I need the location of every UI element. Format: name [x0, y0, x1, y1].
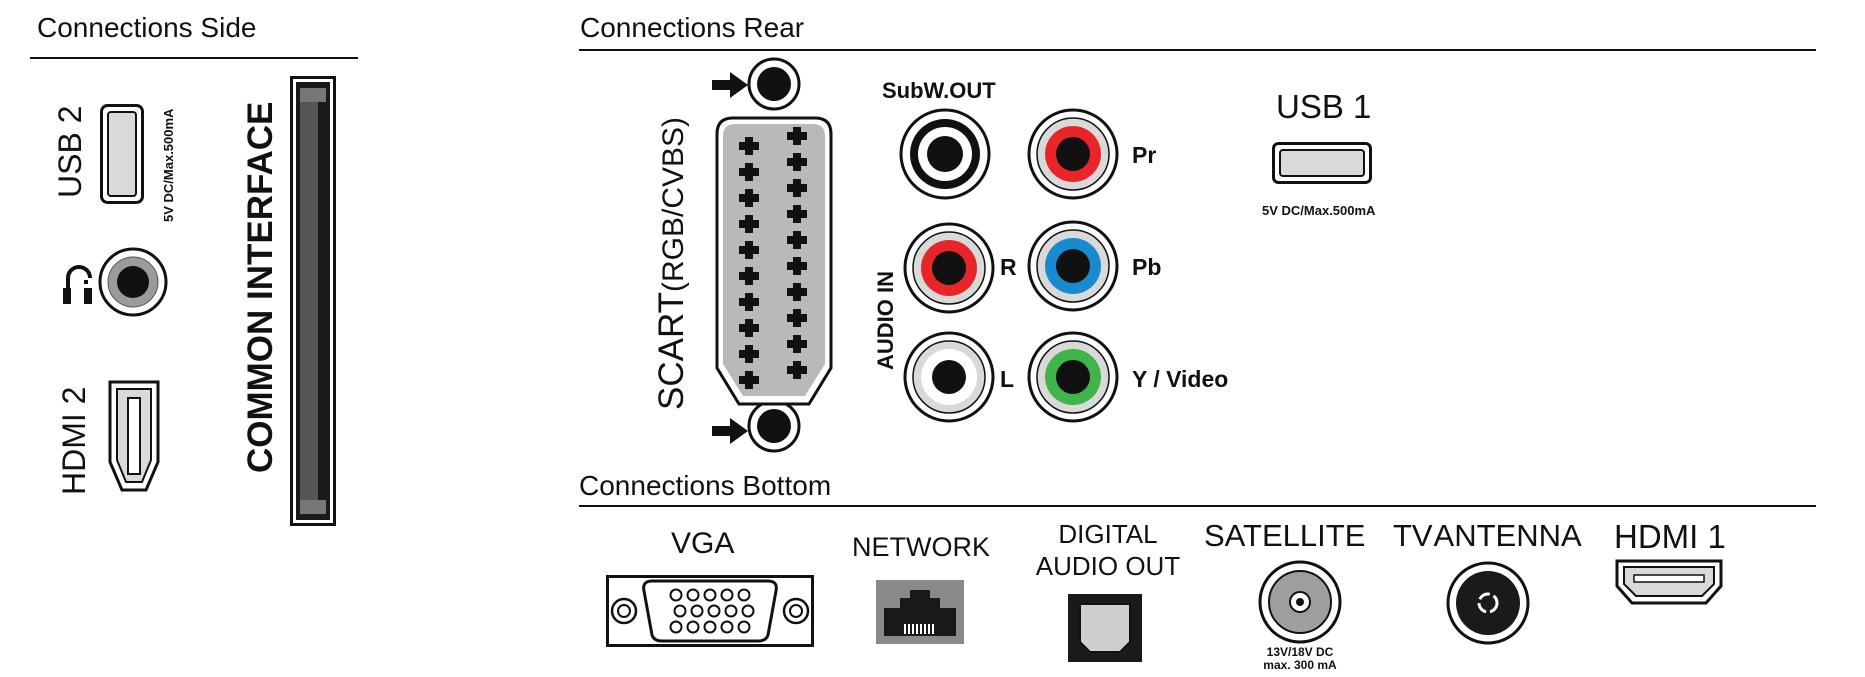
- network-label: NETWORK: [852, 532, 990, 562]
- headphone-icon: [63, 265, 92, 304]
- satellite-spec: 13V/18V DC max. 300 mA: [1248, 646, 1352, 672]
- vga-pin: [669, 620, 683, 634]
- y-video-label: Y / Video: [1132, 366, 1229, 392]
- scart-pin: [739, 163, 759, 181]
- vga-pin: [741, 604, 755, 618]
- hdmi2-label: HDMI 2: [56, 386, 92, 495]
- tv-antenna-label: TV ANTENNA: [1393, 518, 1582, 553]
- hdmi1-port-icon[interactable]: [1614, 558, 1724, 606]
- subwoofer-jack-icon[interactable]: [899, 108, 991, 200]
- pb-jack-icon[interactable]: [1027, 220, 1119, 312]
- section-title-bottom: Connections Bottom: [579, 470, 832, 501]
- scart-pin: [739, 345, 759, 363]
- vga-pin: [690, 604, 704, 618]
- digital-label-line2: AUDIO OUT: [1035, 551, 1181, 581]
- audio-in-r-jack-icon[interactable]: [903, 222, 995, 314]
- usb2-spec: 5V DC/Max.500mA: [161, 108, 176, 222]
- scart-pin: [739, 371, 759, 389]
- y-video-jack-icon[interactable]: [1027, 331, 1119, 423]
- vga-label: VGA: [671, 527, 735, 560]
- scart-pin: [739, 241, 759, 259]
- common-interface-label: COMMON INTERFACE: [241, 101, 280, 473]
- section-title-side: Connections Side: [37, 12, 257, 43]
- vga-pin: [737, 588, 751, 602]
- scart-pin: [739, 189, 759, 207]
- hdmi2-port-icon[interactable]: [106, 378, 162, 494]
- side-divider: [30, 57, 358, 59]
- vga-pin: [669, 588, 683, 602]
- usb2-label: USB 2: [52, 105, 88, 198]
- headphone-jack-icon[interactable]: [98, 247, 168, 317]
- audio-r-label: R: [1000, 254, 1017, 280]
- scart-pin: [787, 361, 807, 379]
- vga-pin: [703, 588, 717, 602]
- pr-jack-icon[interactable]: [1027, 108, 1119, 200]
- optical-port-icon[interactable]: [1068, 594, 1142, 662]
- pb-label: Pb: [1132, 254, 1162, 280]
- scart-pin: [739, 319, 759, 337]
- scart-pin: [787, 257, 807, 275]
- scart-label-main: SCART: [652, 292, 691, 410]
- audio-l-label: L: [1000, 366, 1015, 392]
- scart-pin: [787, 127, 807, 145]
- scart-pin: [739, 215, 759, 233]
- scart-pin: [787, 309, 807, 327]
- vga-pin: [686, 620, 700, 634]
- scart-pin: [739, 293, 759, 311]
- satellite-port-icon[interactable]: [1258, 560, 1342, 644]
- tv-antenna-port-icon[interactable]: [1446, 561, 1530, 645]
- network-port-icon[interactable]: [876, 580, 964, 644]
- usb2-port-icon[interactable]: [100, 104, 144, 204]
- vga-pin: [720, 588, 734, 602]
- scart-pin: [739, 137, 759, 155]
- scart-pin: [787, 231, 807, 249]
- digital-label-line1: DIGITAL: [1058, 519, 1158, 549]
- scart-pin: [787, 283, 807, 301]
- bottom-divider: [579, 505, 1816, 507]
- digital-audio-out-label: DIGITAL AUDIO OUT: [1028, 518, 1188, 582]
- scart-label-sub: (RGB/CVBS): [657, 116, 690, 292]
- scart-label: SCART(RGB/CVBS): [652, 117, 692, 410]
- vga-pin: [686, 588, 700, 602]
- usb1-port-icon[interactable]: [1272, 142, 1372, 184]
- section-title-rear: Connections Rear: [580, 12, 805, 43]
- pr-label: Pr: [1132, 142, 1157, 168]
- audio-in-label: AUDIO IN: [873, 271, 898, 370]
- vga-port-icon[interactable]: [606, 575, 814, 647]
- sat-spec-line2: max. 300 mA: [1263, 658, 1337, 672]
- scart-pin: [787, 205, 807, 223]
- scart-connector-icon[interactable]: [713, 57, 835, 453]
- audio-in-l-jack-icon[interactable]: [903, 331, 995, 423]
- hdmi1-label: HDMI 1: [1614, 518, 1726, 555]
- subw-out-label: SubW.OUT: [882, 78, 996, 103]
- vga-pin: [707, 604, 721, 618]
- arrow-right-icon: [712, 72, 748, 98]
- scart-pin: [787, 179, 807, 197]
- sat-spec-line1: 13V/18V DC: [1266, 645, 1334, 659]
- rear-divider: [579, 49, 1816, 51]
- satellite-label: SATELLITE: [1204, 518, 1366, 553]
- vga-pin: [737, 620, 751, 634]
- scart-pin: [787, 335, 807, 353]
- usb1-label: USB 1: [1276, 88, 1372, 125]
- usb1-spec: 5V DC/Max.500mA: [1262, 203, 1376, 218]
- scart-pin: [787, 153, 807, 171]
- arrow-right-icon: [712, 418, 748, 444]
- common-interface-slot-icon[interactable]: [290, 76, 336, 526]
- vga-pin: [673, 604, 687, 618]
- vga-pin: [724, 604, 738, 618]
- vga-pin: [720, 620, 734, 634]
- vga-pin: [703, 620, 717, 634]
- scart-pin: [739, 267, 759, 285]
